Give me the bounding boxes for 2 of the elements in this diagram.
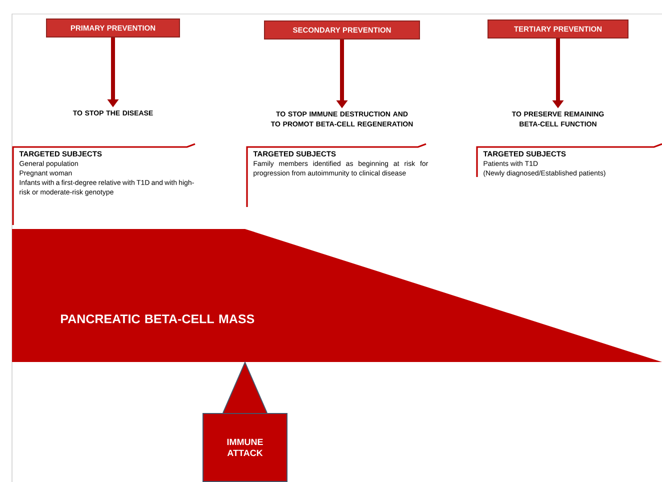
mass-wedge: PANCREATIC BETA-CELL MASS	[12, 229, 662, 362]
attack-pointer	[222, 361, 268, 414]
